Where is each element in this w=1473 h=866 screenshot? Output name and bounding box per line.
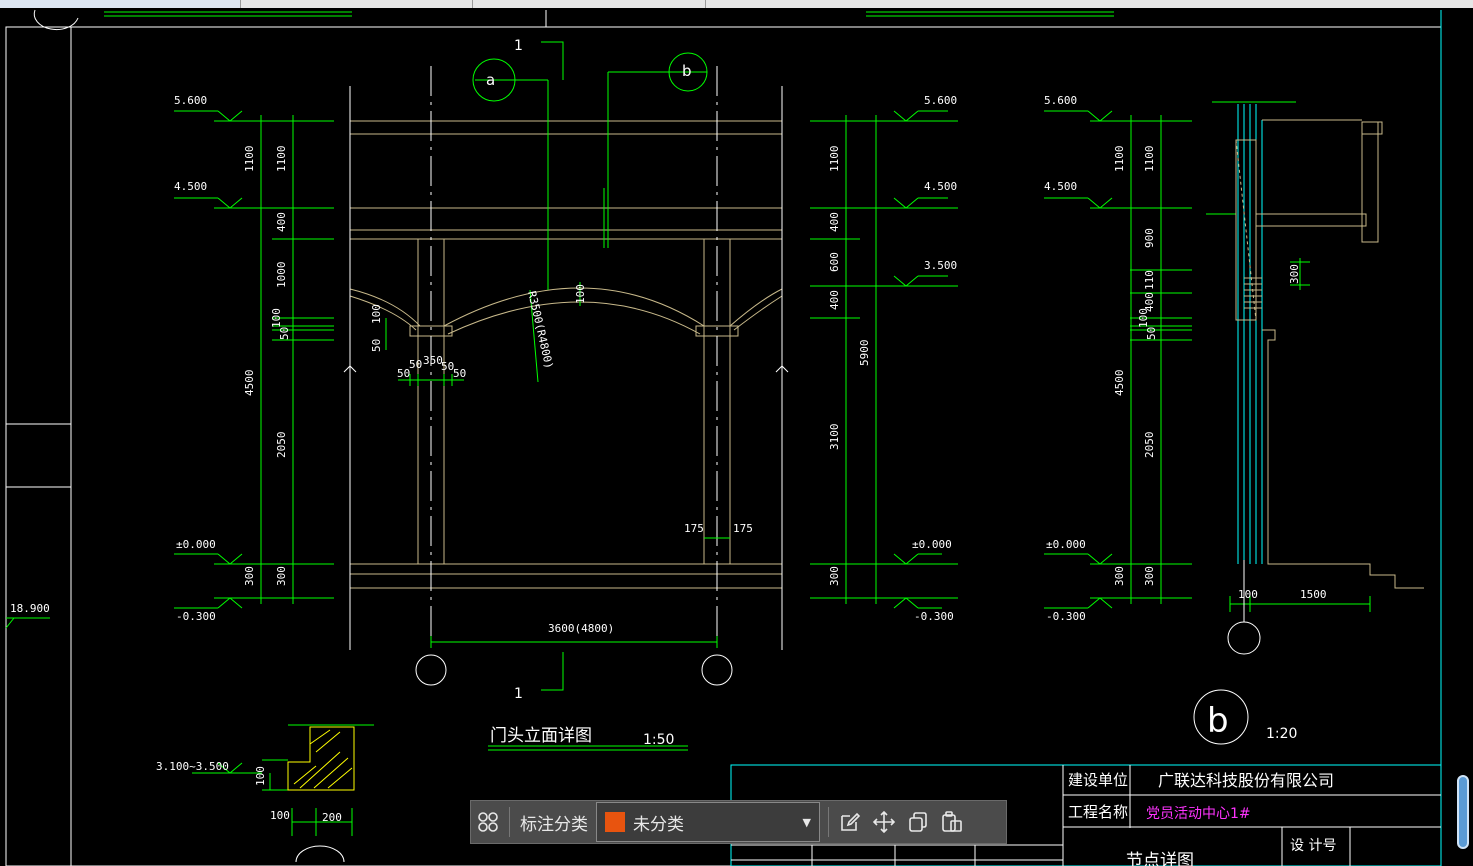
section-mark-bottom: 1	[514, 686, 523, 702]
move-icon[interactable]	[867, 805, 901, 839]
grid-view-icon[interactable]	[471, 805, 505, 839]
right-dimension-chain	[1044, 101, 1371, 612]
dim-50: 50	[409, 358, 422, 371]
dim-200: 200	[322, 811, 342, 824]
dim-50: 50	[453, 367, 466, 380]
dim-5900: 5900	[858, 340, 871, 367]
elev-mid-4500: 4.500	[924, 180, 957, 193]
dim-1100: 1100	[243, 146, 256, 173]
dim-1500: 1500	[1300, 588, 1327, 601]
dim-3100: 3100	[828, 424, 841, 451]
dim-175: 175	[733, 522, 753, 535]
drawing-title: 门头立面详图	[490, 726, 592, 746]
category-label: 标注分类	[520, 814, 588, 835]
dim-300: 300	[1143, 566, 1156, 586]
dim-175: 175	[684, 522, 704, 535]
dim-2050: 2050	[1143, 432, 1156, 459]
elev-left-minus300: -0.300	[176, 610, 216, 623]
dim-4500: 4500	[1113, 370, 1126, 397]
elev-mid-minus300: -0.300	[914, 610, 954, 623]
dim-350: 350	[423, 354, 443, 367]
dim-100: 100	[270, 308, 283, 328]
elev-left-5600: 5.600	[174, 94, 207, 107]
elev-mid-000: ±0.000	[912, 538, 952, 551]
dim-50: 50	[278, 327, 291, 340]
elev-right-000: ±0.000	[1046, 538, 1086, 551]
dim-1100: 1100	[1113, 146, 1126, 173]
arc-radius: R3500(R4800)	[525, 290, 556, 370]
dim-100: 100	[1137, 308, 1150, 328]
vertical-scrollbar-thumb[interactable]	[1457, 775, 1469, 849]
dim-1000: 1000	[275, 262, 288, 289]
project-value: 党员活动中心1#	[1146, 806, 1251, 822]
dim-100: 100	[270, 809, 290, 822]
eaves-detail	[192, 724, 374, 836]
elev-right-5600: 5.600	[1044, 94, 1077, 107]
paste-icon[interactable]	[935, 805, 969, 839]
tab-1[interactable]	[0, 0, 241, 8]
middle-dimension-chain	[810, 110, 958, 609]
category-value: 未分类	[633, 814, 684, 835]
drawing-name: 节点详图	[1126, 851, 1194, 866]
dim-300: 300	[275, 566, 288, 586]
project-label: 工程名称	[1068, 803, 1128, 821]
door-head-elevation	[349, 120, 783, 589]
dim-900: 900	[1143, 228, 1156, 248]
dim-100: 100	[574, 284, 587, 304]
client-value: 广联达科技股份有限公司	[1158, 771, 1334, 790]
annotation-toolbar: 标注分类 未分类 ▼	[470, 800, 1007, 844]
dim-300: 300	[1288, 264, 1301, 284]
elev-mid-5600: 5.600	[924, 94, 957, 107]
dim-1100: 1100	[275, 146, 288, 173]
tab-2[interactable]	[241, 0, 473, 8]
elev-left-000: ±0.000	[176, 538, 216, 551]
copy-icon[interactable]	[901, 805, 935, 839]
elev-right-4500: 4.500	[1044, 180, 1077, 193]
category-select[interactable]: 未分类 ▼	[596, 802, 820, 842]
detail-scale: 1:20	[1266, 726, 1297, 742]
elev-mid-3500: 3.500	[924, 259, 957, 272]
detail-mark-b: b	[1207, 701, 1229, 741]
dim-400: 400	[828, 290, 841, 310]
dim-1100: 1100	[828, 146, 841, 173]
drawing-scale: 1:50	[643, 732, 674, 748]
chevron-down-icon: ▼	[802, 815, 811, 829]
dim-600: 600	[828, 252, 841, 272]
elev-far-left: 18.900	[10, 602, 50, 615]
dim-span: 3600(4800)	[548, 622, 614, 635]
dim-100: 100	[254, 766, 267, 786]
detail-bubble-b: b	[682, 62, 692, 80]
window-tab-strip	[0, 0, 1473, 8]
dim-300: 300	[828, 566, 841, 586]
design-no-label: 设 计号	[1290, 838, 1336, 854]
category-color-swatch	[605, 812, 625, 832]
tab-3[interactable]	[473, 0, 706, 8]
dim-1100: 1100	[1143, 146, 1156, 173]
dim-50: 50	[397, 367, 410, 380]
title-block	[730, 764, 1442, 866]
elev-detail-range: 3.100~3.500	[156, 760, 229, 773]
edit-icon[interactable]	[833, 805, 867, 839]
dim-300: 300	[243, 566, 256, 586]
elev-right-minus300: -0.300	[1046, 610, 1086, 623]
dim-400: 400	[275, 212, 288, 232]
dim-50: 50	[370, 339, 383, 352]
elev-left-4500: 4.500	[174, 180, 207, 193]
dim-50: 50	[1145, 327, 1158, 340]
left-dimension-chain	[174, 110, 334, 609]
section-mark-top: 1	[514, 38, 523, 54]
dim-100: 100	[370, 304, 383, 324]
dim-50: 50	[441, 360, 454, 373]
dim-400: 400	[828, 212, 841, 232]
detail-bubble-a: a	[486, 71, 495, 89]
client-label: 建设单位	[1068, 771, 1128, 789]
dim-2050: 2050	[275, 432, 288, 459]
dim-400: 400	[1143, 292, 1156, 312]
dim-300: 300	[1113, 566, 1126, 586]
dim-100: 100	[1238, 588, 1258, 601]
dim-110: 110	[1143, 270, 1156, 290]
dim-4500: 4500	[243, 370, 256, 397]
